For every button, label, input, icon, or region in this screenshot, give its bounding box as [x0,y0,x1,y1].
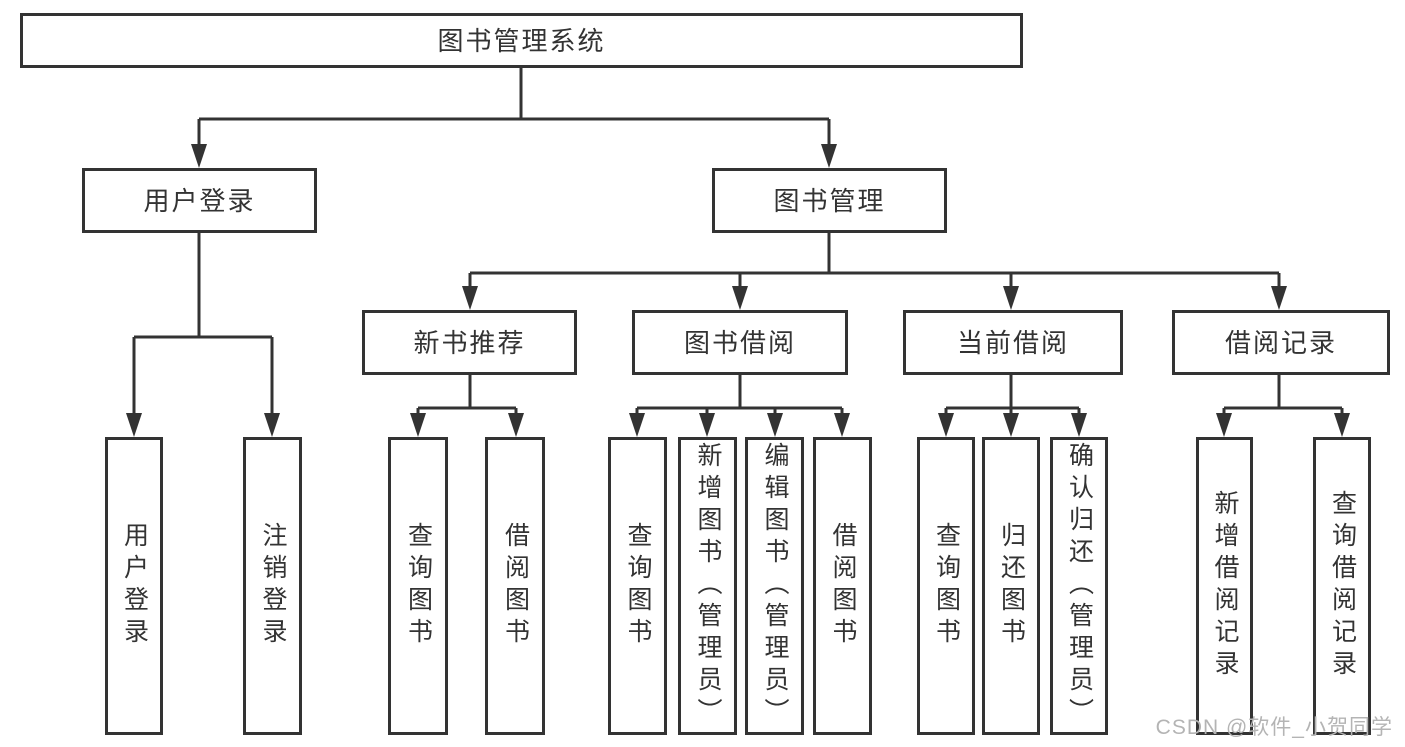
arrow-down-icon [1003,286,1019,310]
node-library-system: 图书管理系统 [20,13,1023,68]
leaf-query-books: 查询图书 [608,437,667,735]
arrow-down-icon [821,144,837,168]
leaf-borrow-books: 借阅图书 [813,437,872,735]
arrow-down-icon [629,413,645,437]
arrow-down-icon [699,413,715,437]
arrow-down-icon [508,413,524,437]
node-current-borrowing: 当前借阅 [903,310,1123,375]
arrow-down-icon [767,413,783,437]
arrow-down-icon [938,413,954,437]
leaf-edit-books-admin: 编辑图书（管理员） [745,437,804,735]
arrow-down-icon [1334,413,1350,437]
node-borrow-records: 借阅记录 [1172,310,1390,375]
leaf-borrow-books: 借阅图书 [485,437,545,735]
leaf-return-books: 归还图书 [982,437,1040,735]
arrow-down-icon [410,413,426,437]
connector-paths [132,68,1344,420]
leaf-query-books: 查询图书 [388,437,448,735]
csdn-watermark: CSDN @软件_小贺同学 [1155,716,1393,739]
leaf-logout: 注销登录 [243,437,302,735]
arrow-down-icon [1271,286,1287,310]
arrowheads [126,144,1350,437]
node-user-login: 用户登录 [82,168,317,233]
arrow-down-icon [732,286,748,310]
leaf-add-books-admin: 新增图书（管理员） [678,437,737,735]
leaf-query-borrow-record: 查询借阅记录 [1313,437,1371,735]
arrow-down-icon [834,413,850,437]
node-book-management: 图书管理 [712,168,947,233]
leaf-user-login: 用户登录 [105,437,163,735]
arrow-down-icon [1216,413,1232,437]
arrow-down-icon [1071,413,1087,437]
arrow-down-icon [191,144,207,168]
arrow-down-icon [462,286,478,310]
arrow-down-icon [1003,413,1019,437]
arrow-down-icon [264,413,280,437]
node-book-borrowing: 图书借阅 [632,310,848,375]
leaf-query-books: 查询图书 [917,437,975,735]
leaf-add-borrow-record: 新增借阅记录 [1196,437,1253,735]
node-new-book-recommend: 新书推荐 [362,310,577,375]
arrow-down-icon [126,413,142,437]
leaf-confirm-return-admin: 确认归还（管理员） [1050,437,1108,735]
